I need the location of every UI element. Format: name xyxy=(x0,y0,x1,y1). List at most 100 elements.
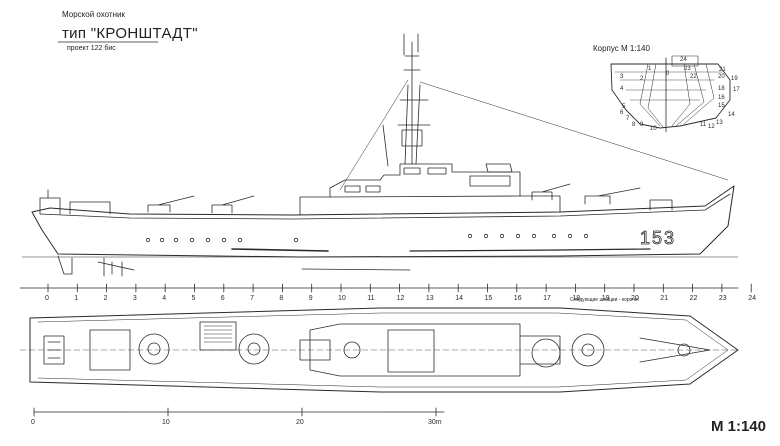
body-plan-number: 18 xyxy=(718,86,725,92)
body-plan-outline xyxy=(610,63,731,129)
station-lines xyxy=(639,63,715,128)
aft-gun xyxy=(147,195,195,213)
body-plan-number: 8 xyxy=(632,122,636,128)
body-plan-number: 13 xyxy=(716,120,723,126)
body-plan-number: 1 xyxy=(648,66,652,72)
depth-charge-rack xyxy=(39,189,61,215)
body-plan-number: 23 xyxy=(684,66,691,72)
title-main: тип "КРОНШТАДТ" xyxy=(62,25,198,42)
frame-label: 5 xyxy=(192,295,196,302)
frame-label: 0 xyxy=(45,295,49,302)
body-plan-number: 12 xyxy=(708,124,715,130)
waterlines xyxy=(614,71,723,101)
bow-gun xyxy=(584,187,641,205)
plan-note: Следующие шпации - короче! xyxy=(570,297,640,303)
frame-label: 24 xyxy=(748,295,756,302)
radar-housing xyxy=(401,129,423,147)
rub-rail xyxy=(409,248,651,252)
frame-label: 11 xyxy=(367,295,374,302)
scale-tick-0: 0 xyxy=(31,419,35,426)
body-plan-number: 4 xyxy=(620,86,624,92)
bridge-plan xyxy=(387,329,435,373)
frame-label: 12 xyxy=(397,295,405,302)
frame-label: 22 xyxy=(690,295,698,302)
frame-label: 9 xyxy=(309,295,313,302)
body-plan-number: 17 xyxy=(733,87,740,93)
body-plan-number: 21 xyxy=(719,67,726,73)
frame-label: 8 xyxy=(279,295,283,302)
vents-block xyxy=(299,339,331,361)
body-plan-number: 14 xyxy=(728,112,735,118)
aft-gun-2 xyxy=(211,195,255,214)
body-plan-number: 6 xyxy=(620,110,624,116)
plan-view xyxy=(19,307,741,393)
stay-aft xyxy=(339,79,409,191)
mast-topmast xyxy=(403,33,419,56)
scale-tick-10: 10 xyxy=(162,419,170,426)
aft-gun-ring xyxy=(138,333,170,365)
body-plan-number: 20 xyxy=(718,74,725,80)
body-plan-number: 0 xyxy=(666,71,670,77)
frame-label: 10 xyxy=(338,295,346,302)
frame-label: 6 xyxy=(221,295,225,302)
bridge-deck xyxy=(329,195,521,198)
frame-label: 15 xyxy=(485,295,493,302)
propeller-shaft xyxy=(97,257,135,277)
portholes xyxy=(145,233,589,243)
side-elevation: 153 xyxy=(21,33,739,277)
frame-ticks xyxy=(47,283,752,293)
bilge-keel xyxy=(301,268,411,271)
sheet-scale: М 1:140 xyxy=(710,418,766,435)
frame-label: 23 xyxy=(719,295,727,302)
deckhouse-window-bank xyxy=(469,175,511,187)
frame-label: 2 xyxy=(104,295,108,302)
boot-stripe xyxy=(231,248,329,252)
body-plan-label: Корпус М 1:140 xyxy=(593,44,650,53)
main-mast xyxy=(404,41,421,165)
funnel xyxy=(485,163,513,173)
mid-gun-center xyxy=(247,342,261,356)
frame-label: 16 xyxy=(514,295,522,302)
frame-label: 4 xyxy=(162,295,166,302)
deck-outline xyxy=(29,307,739,393)
deck-line xyxy=(39,193,731,220)
fore-gun-ring xyxy=(531,338,561,368)
frame-label: 7 xyxy=(250,295,254,302)
body-plan-number: 2 xyxy=(640,76,644,82)
body-plan-number: 15 xyxy=(718,103,725,109)
body-plan-number: 5 xyxy=(622,104,626,110)
body-plan-number: 24 xyxy=(680,57,687,63)
stern-hatch xyxy=(89,329,131,371)
hull-outline xyxy=(31,185,735,258)
body-plan-number: 19 xyxy=(731,76,738,82)
deckhouse-plan xyxy=(309,323,521,377)
flag-staff xyxy=(382,124,389,167)
scale-tick-30m: 30m xyxy=(428,419,442,426)
mast-yards xyxy=(397,55,431,126)
body-plan-number: 22 xyxy=(690,74,697,80)
scale-bar: 0 10 20 30m xyxy=(31,407,445,426)
frame-label: 19 xyxy=(602,295,610,302)
boat-thwarts xyxy=(203,325,233,343)
aft-gun-center xyxy=(147,342,161,356)
frame-label: 18 xyxy=(572,295,580,302)
superstructure xyxy=(299,163,561,216)
frame-label: 3 xyxy=(133,295,137,302)
body-plan-number: 3 xyxy=(620,74,624,80)
frame-label: 20 xyxy=(631,295,639,302)
title-project: проект 122 бис xyxy=(67,45,116,52)
mid-gun-ring xyxy=(238,333,270,365)
frame-label: 14 xyxy=(455,295,463,302)
bridge-windows xyxy=(344,167,447,193)
body-plan-number: 11 xyxy=(700,122,707,128)
fore-gun xyxy=(531,183,571,201)
body-plan-number: 10 xyxy=(650,126,657,132)
frame-label: 21 xyxy=(660,295,668,302)
bow-mount xyxy=(649,199,673,211)
